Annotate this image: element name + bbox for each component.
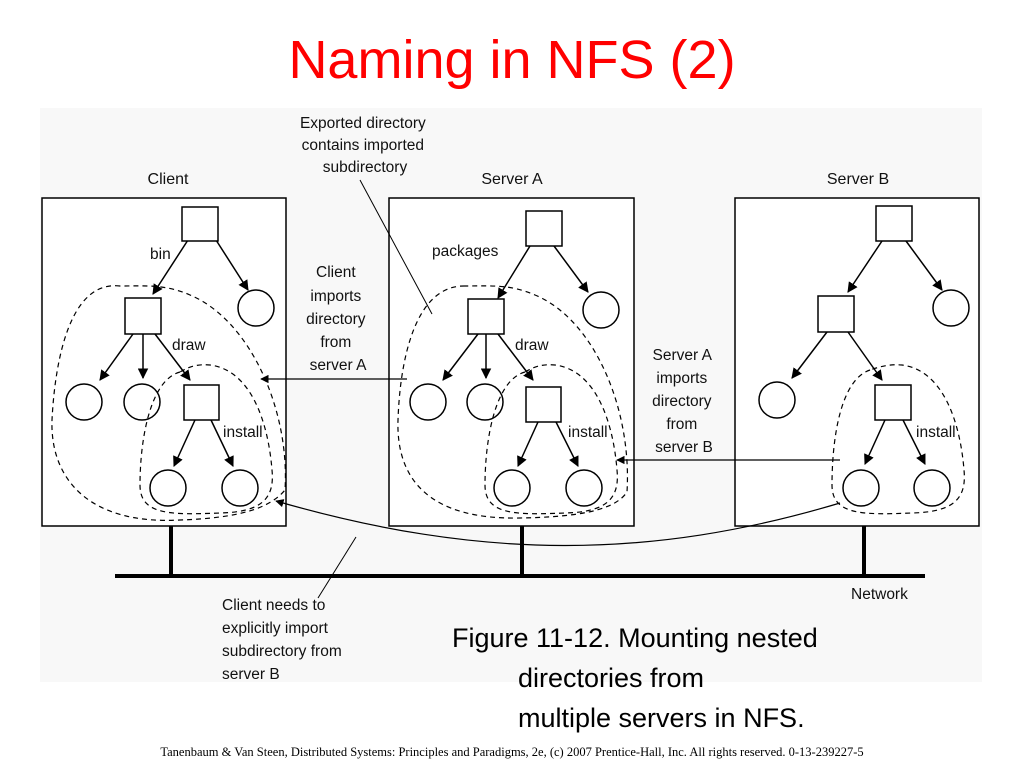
client-bin-subtree-boundary xyxy=(51,285,287,521)
client-root-dir xyxy=(181,206,219,242)
server-a-file xyxy=(409,383,447,421)
server-a-root-dir xyxy=(525,210,563,247)
client-draw-dir xyxy=(183,384,220,421)
server-b-install-subtree-boundary xyxy=(831,364,965,515)
caption-line-2: directories from xyxy=(518,663,705,693)
server-a-packages-subtree-boundary xyxy=(397,285,629,519)
server-b-dir xyxy=(817,295,855,333)
server-a-file xyxy=(493,469,531,507)
client-bin-dir xyxy=(124,297,162,335)
caption-line-3: multiple servers in NFS. xyxy=(518,703,805,733)
server-a-draw-dir xyxy=(525,386,562,423)
client-file xyxy=(149,469,187,507)
client-file xyxy=(65,383,103,421)
edge-label-bin: bin xyxy=(150,246,171,263)
figure-caption: Figure 11-12. Mounting nested directorie… xyxy=(452,618,972,738)
server-a-draw-subtree-boundary xyxy=(484,364,618,515)
client-tree xyxy=(65,206,275,507)
server-a-tree xyxy=(409,210,620,507)
client-label: Client xyxy=(148,171,189,188)
edge-label-draw: draw xyxy=(515,337,549,354)
server-b-tree xyxy=(758,205,970,507)
annotation-server-a-imports: Server A imports directory from server B xyxy=(652,347,716,456)
edge-label-install: install xyxy=(568,424,608,441)
server-a-packages-dir xyxy=(467,298,505,335)
exported-annotation-leader xyxy=(359,179,433,315)
client-file xyxy=(221,469,259,507)
server-b-label: Server B xyxy=(827,171,889,188)
slide-title: Naming in NFS (2) xyxy=(288,30,736,90)
server-a-file xyxy=(565,469,603,507)
edge-label-install: install xyxy=(223,424,263,441)
edge-label-install: install xyxy=(916,424,956,441)
network-label: Network xyxy=(851,586,908,603)
server-a-file xyxy=(466,383,504,421)
caption-line-1: Figure 11-12. Mounting nested xyxy=(452,623,818,653)
annotation-exported: Exported directory contains imported sub… xyxy=(300,115,430,176)
server-b-file xyxy=(842,469,880,507)
server-b-file xyxy=(932,289,970,327)
server-b-install-dir xyxy=(874,384,912,421)
server-b-file xyxy=(758,381,796,419)
server-b-root-dir xyxy=(875,205,913,242)
server-a-file xyxy=(582,291,620,329)
client-needs-annotation-leader xyxy=(317,536,357,599)
client-draw-subtree-boundary xyxy=(139,364,273,515)
client-file xyxy=(123,383,161,421)
server-a-label: Server A xyxy=(481,171,543,188)
client-file xyxy=(237,289,275,327)
client-explicit-import-arrow xyxy=(275,499,841,547)
server-b-file xyxy=(913,469,951,507)
edge-label-draw: draw xyxy=(172,337,206,354)
annotation-client-imports: Client imports directory from server A xyxy=(306,264,370,374)
annotation-client-needs: Client needs to explicitly import subdir… xyxy=(222,597,346,683)
edge-label-packages: packages xyxy=(432,243,499,260)
footer-copyright: Tanenbaum & Van Steen, Distributed Syste… xyxy=(160,745,864,759)
